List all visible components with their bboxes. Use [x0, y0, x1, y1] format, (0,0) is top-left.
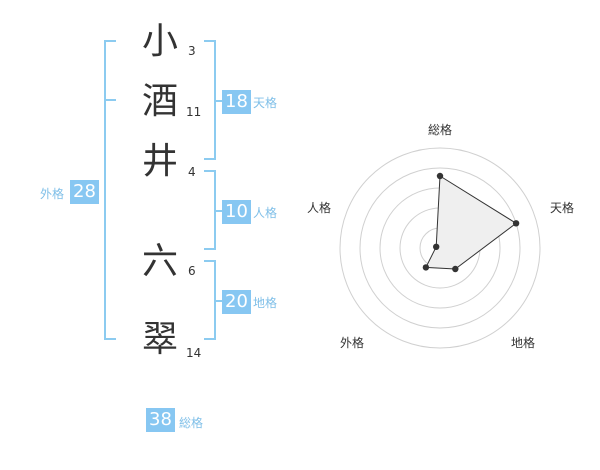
- radar-grid-ring: [399, 207, 481, 289]
- radar-grid-ring: [419, 227, 461, 269]
- stroke-count: 14: [186, 346, 202, 360]
- chikaku-bracket-arm: [214, 300, 222, 302]
- name-char: 酒: [141, 81, 178, 122]
- radar-label-tenkaku: 天格: [550, 200, 574, 215]
- radar-label-chikaku: 地格: [511, 335, 535, 350]
- tenkaku-label: 天格: [253, 96, 278, 110]
- name-char: 小: [141, 21, 178, 62]
- soukaku-label: 総格: [179, 416, 204, 430]
- radar-series-area: [425, 175, 517, 270]
- chikaku-label: 地格: [253, 296, 278, 310]
- tenkaku-bracket-tick: [204, 40, 216, 42]
- jinkaku-bracket-tick: [204, 170, 216, 172]
- name-char: 井: [141, 141, 178, 182]
- radar-label-soukaku: 総格: [428, 122, 452, 137]
- radar-label-gaikaku: 外格: [340, 335, 364, 350]
- radar-grid-ring: [379, 187, 501, 309]
- radar-label-jinkaku: 人格: [307, 200, 331, 215]
- radar-center-dot: [437, 245, 443, 251]
- chikaku-badge: 20: [222, 290, 251, 314]
- chikaku-bracket-tick: [204, 338, 216, 340]
- tenkaku-bracket-arm: [214, 100, 222, 102]
- name-char: 六: [141, 241, 178, 282]
- gaikaku-bracket-tick: [104, 338, 116, 340]
- chikaku-bracket-tick: [204, 260, 216, 262]
- radar-grid: [339, 147, 541, 349]
- gaikaku-label: 外格: [40, 187, 65, 201]
- radar-point-外格: [422, 264, 430, 271]
- radar-grid-ring: [339, 147, 541, 349]
- stroke-count: 11: [186, 105, 202, 119]
- tenkaku-bracket-tick: [204, 158, 216, 160]
- gaikaku-bracket-vertical: [104, 40, 106, 340]
- jinkaku-badge: 10: [222, 200, 251, 224]
- gaikaku-badge: 28: [70, 180, 99, 204]
- radar-point-地格: [452, 265, 459, 273]
- radar-point-総格: [436, 172, 444, 180]
- jinkaku-bracket-tick: [204, 248, 216, 250]
- radar-points: [422, 172, 520, 273]
- stroke-count: 6: [188, 264, 196, 278]
- stroke-count: 4: [188, 165, 196, 179]
- radar-point-人格: [433, 243, 440, 250]
- stroke-count: 3: [188, 44, 196, 58]
- name-char: 翠: [141, 319, 178, 360]
- jinkaku-bracket-arm: [214, 210, 222, 212]
- radar-grid-ring: [359, 167, 521, 329]
- tenkaku-badge: 18: [222, 90, 251, 114]
- jinkaku-label: 人格: [253, 206, 278, 220]
- soukaku-badge: 38: [146, 408, 175, 432]
- gaikaku-bracket-tick: [104, 40, 116, 42]
- gaikaku-bracket-tick: [104, 99, 116, 101]
- radar-point-天格: [512, 220, 520, 227]
